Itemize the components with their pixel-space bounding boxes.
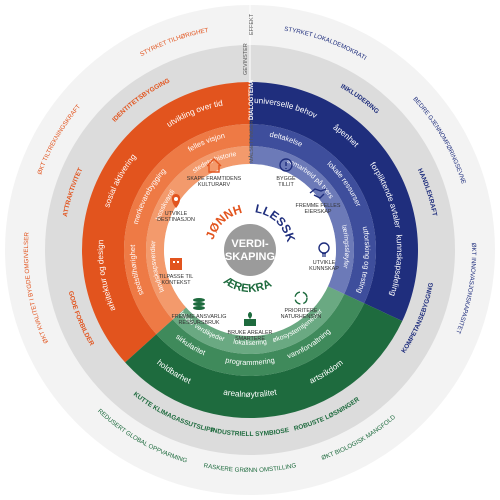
green-outer-ring-label: arealnøytralitet — [223, 387, 278, 399]
center-title-line1: VERDI- — [231, 238, 269, 250]
green-middle-ring-label: programmering — [225, 355, 276, 367]
map-pin-icon — [171, 194, 181, 208]
stacked-coins-icon — [193, 298, 205, 310]
plant-building-icon — [244, 312, 256, 326]
icon-label-line2: KUNNSKAP — [309, 266, 339, 272]
window — [177, 261, 179, 263]
handshake-icon — [309, 188, 327, 199]
orange-sector-ring-1 — [82, 82, 250, 363]
center-title-line2: SKAPING — [225, 251, 275, 263]
icon-label-line2: RESSURSBRUK — [178, 320, 219, 326]
bulb-base — [322, 253, 326, 257]
center-disc — [224, 224, 276, 276]
exclamation-bubble-icon — [279, 158, 293, 172]
bubble-shape — [279, 158, 293, 172]
blue-sector-ring-3 — [250, 146, 354, 294]
building-base — [244, 319, 256, 326]
icon-label-line2: NATURHENSYN — [281, 314, 322, 320]
icon-label-line2: SMARTERE — [235, 336, 265, 342]
blue-sector-ring-2 — [250, 124, 377, 304]
orange-sector-ring-2 — [124, 124, 250, 335]
house-shape — [206, 158, 222, 173]
dialogue-topics-label: DIALOGTEMA — [249, 79, 255, 120]
pin-dot — [174, 197, 178, 201]
window — [173, 261, 175, 263]
blue-inner-ring-label: læringssløyfer — [340, 224, 350, 269]
orange-sector-ring-3 — [146, 146, 250, 320]
icon-label-line1: UTVIKLE — [313, 260, 336, 266]
icon-label-line1: SKAPE FRAMTIDENS — [187, 176, 242, 182]
green-sector-ring-3 — [172, 286, 345, 355]
icon-label-line1: FREMME ANSVARLIG — [171, 314, 226, 320]
gains-label: INDUSTRIELL SYMBIOSE — [210, 427, 290, 438]
icon-label-line1: TILPASSE TIL — [159, 274, 194, 280]
icon-label-line2: KULTURARV — [198, 182, 231, 188]
recycle-shape — [294, 291, 308, 305]
green-sector-ring-2 — [156, 293, 365, 376]
coin — [193, 298, 205, 302]
coin — [193, 302, 205, 306]
icon-label-line1: BRUKE AREALER — [228, 330, 273, 336]
leaf — [247, 312, 253, 319]
icon-label-line1: UTVIKLE — [165, 211, 188, 217]
goals-label: MÅLSETTINGER — [248, 120, 255, 163]
green-sector-ring-1 — [125, 303, 403, 418]
hands-shape — [309, 188, 327, 199]
blue-sector-ring-1 — [250, 82, 419, 321]
recycle-icon — [294, 291, 308, 305]
lightbulb-icon — [318, 242, 330, 257]
house-icon — [206, 158, 222, 173]
effect-label: RASKERE GRØNN OMSTILLING — [203, 462, 297, 474]
gains-ring-title: GEVINSTER — [243, 43, 249, 75]
effect-ring-title: EFFEKT — [249, 13, 255, 35]
bulb-shape — [318, 242, 330, 254]
icon-label-line1: PRIORITERE — [285, 308, 318, 314]
icon-label-line2: KONTEKST — [161, 280, 191, 286]
building-icon — [170, 258, 182, 270]
icon-label-line1: FREMME FELLES — [296, 203, 341, 209]
icon-label-line2: TILLIT — [278, 182, 294, 188]
icon-label-line1: BYGGE — [276, 176, 296, 182]
building-shape — [170, 258, 182, 270]
green-inner-ring-label: lokalisering — [233, 339, 268, 347]
icon-label-line2: DESTINASJON — [157, 217, 195, 223]
coin — [193, 306, 205, 310]
icon-label-line2: EIERSKAP — [305, 209, 332, 215]
